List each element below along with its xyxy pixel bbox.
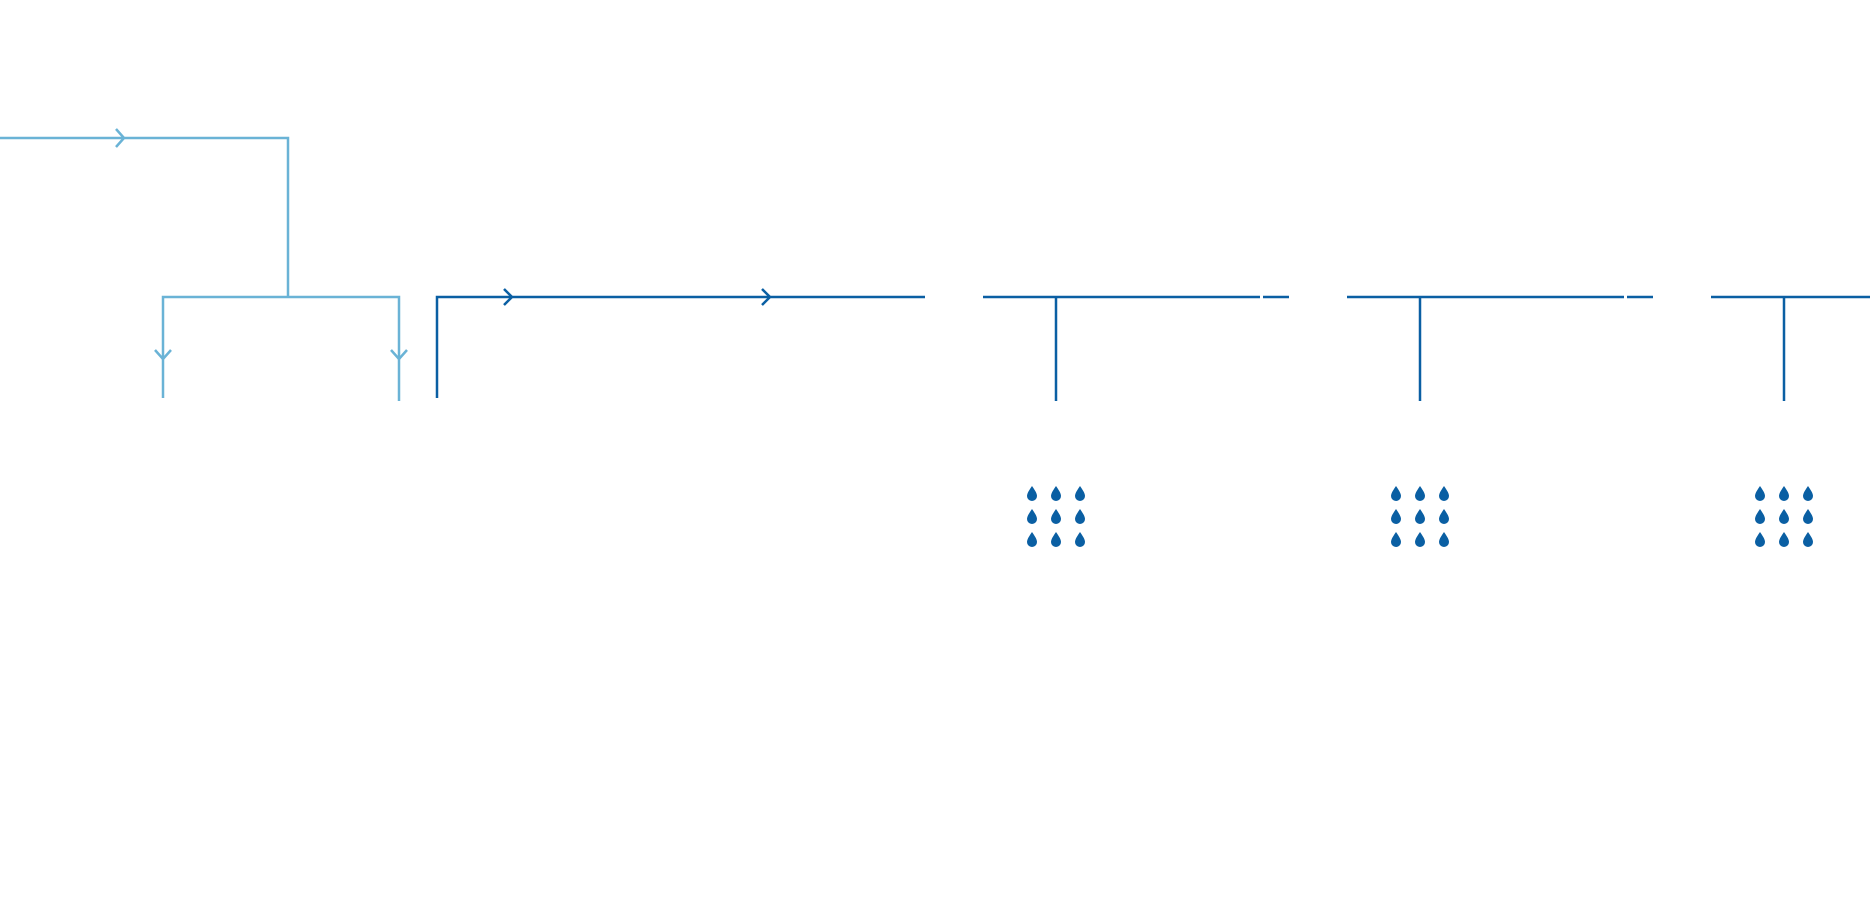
water-drop-icon <box>1027 509 1037 524</box>
water-drop-icon <box>1779 509 1789 524</box>
right-down-arrow-icon <box>390 349 408 361</box>
water-drop-icon <box>1415 486 1425 501</box>
water-drops-2 <box>1391 486 1449 547</box>
water-drop-icon <box>1779 532 1789 547</box>
distribution-main <box>435 288 925 398</box>
split-header-pipe <box>161 295 401 401</box>
water-drop-icon <box>1027 486 1037 501</box>
water-drop-icon <box>1075 509 1085 524</box>
sprinkler-unit-3 <box>1711 295 1870 547</box>
water-drop-icon <box>1803 486 1813 501</box>
water-drop-icon <box>1755 486 1765 501</box>
water-drop-icon <box>1051 486 1061 501</box>
water-drop-icon <box>1075 532 1085 547</box>
water-drop-icon <box>1075 486 1085 501</box>
water-drop-icon <box>1779 486 1789 501</box>
water-drop-icon <box>1391 486 1401 501</box>
water-drop-icon <box>1803 509 1813 524</box>
water-drop-icon <box>1803 532 1813 547</box>
water-drop-icon <box>1755 509 1765 524</box>
supply-branch <box>0 128 408 401</box>
water-drop-icon <box>1415 532 1425 547</box>
left-down-arrow-icon <box>154 349 172 361</box>
water-drops-3 <box>1755 486 1813 547</box>
sprinkler-unit-2 <box>1347 295 1653 547</box>
main-flow-arrow-2-icon <box>761 288 772 306</box>
water-drops-1 <box>1027 486 1085 547</box>
water-drop-icon <box>1051 509 1061 524</box>
main-feed-pipe <box>435 295 925 398</box>
main-flow-arrow-1-icon <box>503 288 514 306</box>
water-drop-icon <box>1439 509 1449 524</box>
inlet-flow-arrow-icon <box>115 128 126 148</box>
water-drop-icon <box>1051 532 1061 547</box>
water-drop-icon <box>1439 486 1449 501</box>
water-drop-icon <box>1755 532 1765 547</box>
sprinkler-unit-1 <box>983 295 1289 547</box>
water-drop-icon <box>1439 532 1449 547</box>
water-drop-icon <box>1391 509 1401 524</box>
water-drop-icon <box>1415 509 1425 524</box>
inlet-pipe <box>0 136 290 297</box>
water-drop-icon <box>1027 532 1037 547</box>
water-drop-icon <box>1391 532 1401 547</box>
